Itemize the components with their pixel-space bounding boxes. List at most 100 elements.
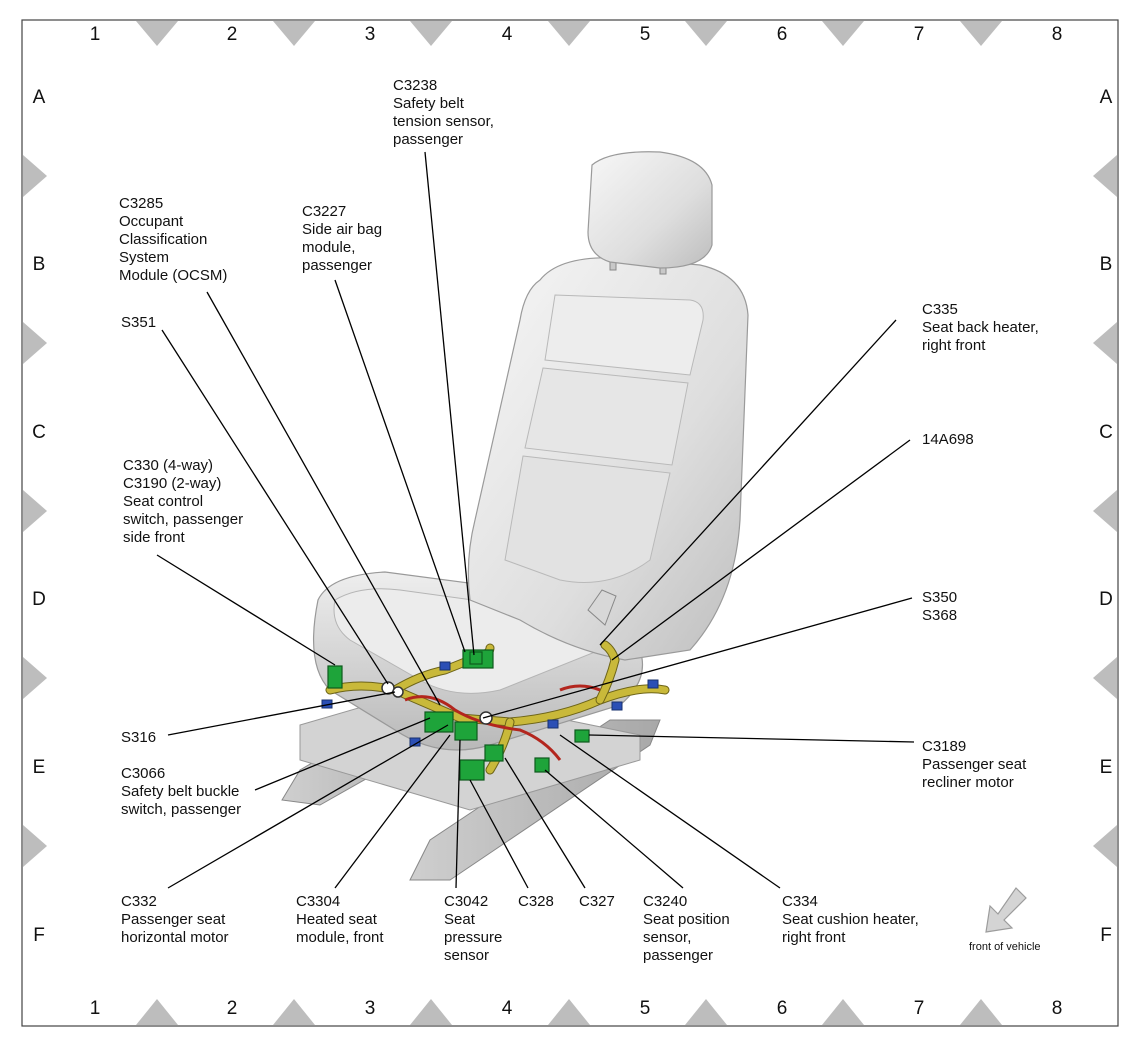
label-line: passenger bbox=[302, 257, 372, 274]
label-c3066: C3066 Safety belt buckle switch, passeng… bbox=[121, 765, 241, 818]
grid-col-8: 8 bbox=[1052, 998, 1063, 1019]
connector-c3304 bbox=[424, 711, 454, 733]
connector-c3189 bbox=[574, 729, 590, 743]
label-line: C3238 bbox=[393, 77, 437, 94]
label-line: C3304 bbox=[296, 893, 340, 910]
harness-clip bbox=[439, 661, 451, 671]
label-line: Safety belt buckle bbox=[121, 783, 239, 800]
label-line: C332 bbox=[121, 893, 157, 910]
connector-c3240 bbox=[534, 757, 550, 773]
label-s316: S316 bbox=[121, 729, 156, 746]
grid-markers-bottom bbox=[136, 999, 1002, 1025]
grid-col-1: 1 bbox=[90, 998, 101, 1019]
label-line: C328 bbox=[518, 893, 554, 910]
label-line: Module (OCSM) bbox=[119, 267, 227, 284]
label-line: System bbox=[119, 249, 169, 266]
grid-col-2: 2 bbox=[227, 998, 238, 1019]
label-line: Seat back heater, bbox=[922, 319, 1039, 336]
label-line: Seat position bbox=[643, 911, 730, 928]
label-c332: C332 Passenger seat horizontal motor bbox=[121, 893, 229, 946]
label-line: module, front bbox=[296, 929, 384, 946]
label-c3189: C3189 Passenger seat recliner motor bbox=[922, 738, 1027, 791]
label-line: 14A698 bbox=[922, 431, 974, 448]
grid-row-f: F bbox=[1100, 925, 1112, 946]
label-c3285: C3285 Occupant Classification System Mod… bbox=[119, 195, 227, 284]
label-c334: C334 Seat cushion heater, right front bbox=[782, 893, 919, 946]
label-line: C3190 (2-way) bbox=[123, 475, 221, 492]
label-line: C334 bbox=[782, 893, 818, 910]
label-c3304: C3304 Heated seat module, front bbox=[296, 893, 384, 946]
grid-row-e: E bbox=[33, 757, 46, 778]
grid-row-d: D bbox=[32, 589, 46, 610]
grid-markers-left bbox=[23, 155, 47, 867]
grid-col-5: 5 bbox=[640, 998, 651, 1019]
label-line: C3227 bbox=[302, 203, 346, 220]
label-line: switch, passenger bbox=[121, 801, 241, 818]
label-c3227: C3227 Side air bag module, passenger bbox=[302, 203, 382, 274]
seat-belt-buckle bbox=[587, 589, 617, 626]
label-line: right front bbox=[782, 929, 846, 946]
label-s350: S350 S368 bbox=[922, 589, 957, 624]
grid-col-3: 3 bbox=[365, 24, 376, 45]
label-c3238: C3238 Safety belt tension sensor, passen… bbox=[393, 77, 494, 148]
label-line: Passenger seat bbox=[922, 756, 1027, 773]
label-line: C3285 bbox=[119, 195, 163, 212]
seat-headrest bbox=[587, 151, 713, 269]
grid-col-3: 3 bbox=[365, 998, 376, 1019]
label-line: S316 bbox=[121, 729, 156, 746]
leader-lines bbox=[156, 151, 915, 889]
label-line: S351 bbox=[121, 314, 156, 331]
grid-col-6: 6 bbox=[777, 24, 788, 45]
grid-markers-right bbox=[1093, 155, 1117, 867]
label-line: C3042 bbox=[444, 893, 488, 910]
grid-col-1: 1 bbox=[90, 24, 101, 45]
label-line: pressure bbox=[444, 929, 502, 946]
label-line: S368 bbox=[922, 607, 957, 624]
label-line: horizontal motor bbox=[121, 929, 229, 946]
label-line: Seat bbox=[444, 911, 476, 928]
label-line: Seat control bbox=[123, 493, 203, 510]
grid-col-7: 7 bbox=[914, 998, 925, 1019]
splice-s350 bbox=[479, 711, 493, 725]
label-line: passenger bbox=[393, 131, 463, 148]
label-c328: C328 bbox=[518, 893, 554, 910]
grid-row-f: F bbox=[33, 925, 45, 946]
connector-c3042 bbox=[454, 721, 478, 741]
label-14a698: 14A698 bbox=[922, 431, 974, 448]
label-line: sensor, bbox=[643, 929, 691, 946]
grid-markers-top bbox=[136, 21, 1002, 46]
label-line: Classification bbox=[119, 231, 207, 248]
grid-row-c: C bbox=[32, 422, 46, 443]
label-line: sensor bbox=[444, 947, 489, 964]
diagram-frame bbox=[21, 19, 1119, 1027]
label-c3240: C3240 Seat position sensor, passenger bbox=[643, 893, 730, 964]
grid-row-a: A bbox=[1100, 87, 1113, 108]
label-line: switch, passenger bbox=[123, 511, 243, 528]
grid-col-7: 7 bbox=[914, 24, 925, 45]
label-line: Side air bag bbox=[302, 221, 382, 238]
front-arrow-icon bbox=[985, 887, 1027, 933]
connectors bbox=[321, 649, 659, 781]
label-s351: S351 bbox=[121, 314, 156, 331]
seat-backrest-panel-1 bbox=[544, 294, 704, 376]
grid-col-5: 5 bbox=[640, 24, 651, 45]
label-line: Occupant bbox=[119, 213, 184, 230]
connector-c3227 bbox=[469, 651, 483, 665]
grid-column-labels-bottom: 1 2 3 4 5 6 7 8 bbox=[90, 998, 1063, 1019]
connector-c330 bbox=[327, 665, 343, 689]
label-line: passenger bbox=[643, 947, 713, 964]
grid-column-labels-top: 1 2 3 4 5 6 7 8 bbox=[90, 24, 1063, 45]
label-line: recliner motor bbox=[922, 774, 1014, 791]
label-line: C330 (4-way) bbox=[123, 457, 213, 474]
label-line: C3240 bbox=[643, 893, 687, 910]
grid-row-labels-right: A B C D E F bbox=[1099, 87, 1113, 946]
label-c335: C335 Seat back heater, right front bbox=[922, 301, 1039, 354]
label-line: S350 bbox=[922, 589, 957, 606]
label-c3042: C3042 Seat pressure sensor bbox=[444, 893, 502, 964]
label-line: C3189 bbox=[922, 738, 966, 755]
harness-clip bbox=[647, 679, 659, 689]
label-c330: C330 (4-way) C3190 (2-way) Seat control … bbox=[123, 457, 243, 546]
grid-row-b: B bbox=[33, 254, 46, 275]
grid-row-e: E bbox=[1100, 757, 1113, 778]
label-line: module, bbox=[302, 239, 355, 256]
